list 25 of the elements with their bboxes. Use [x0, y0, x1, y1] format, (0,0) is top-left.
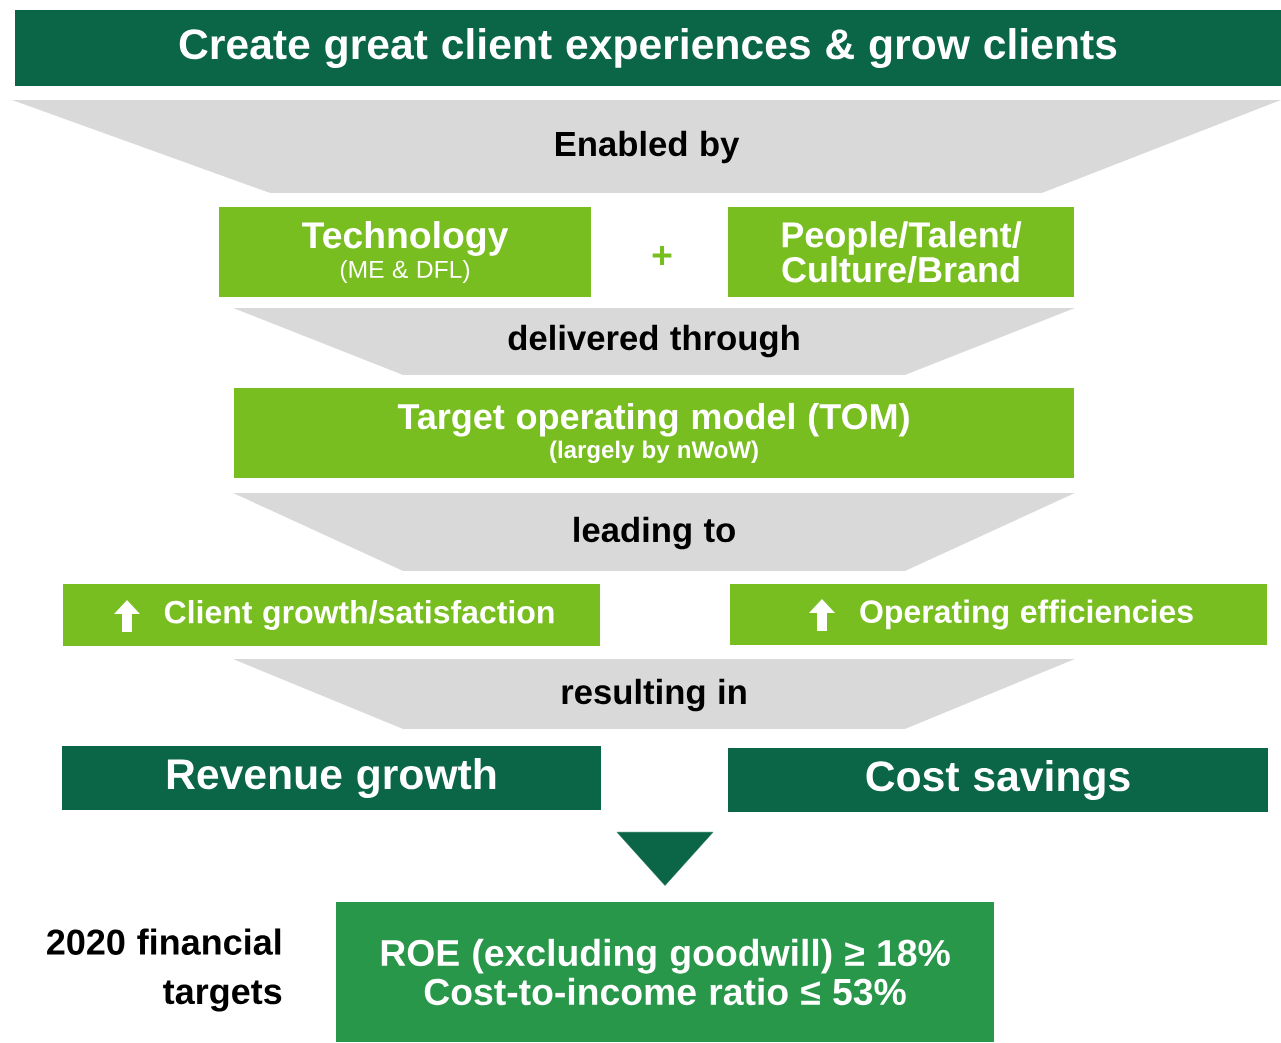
enabler-box	[728, 207, 1074, 297]
target-box	[336, 902, 994, 1042]
box-text: Create great client experiences & grow clients	[179, 28, 1117, 68]
box-text: Technology (ME & DFL)	[302, 221, 509, 283]
box-text: ROE (excluding goodwill) ≥ 18% Cost-to-income ratio ≤ 53%	[381, 938, 950, 1006]
box-text: Operating efficiencies	[860, 599, 1193, 630]
outcome-box	[730, 584, 1267, 645]
box-text: People/Talent/ Culture/Brand	[782, 221, 1022, 283]
enabler-box	[219, 207, 591, 297]
funnel-band: resulting in	[233, 659, 1075, 729]
box-text: Client growth/satisfaction	[164, 600, 554, 630]
model-box	[234, 388, 1074, 478]
funnel-band: delivered through	[233, 308, 1075, 375]
header-banner	[15, 10, 1281, 86]
box-text: Target operating model (TOM) (largely by nWoW)	[397, 402, 909, 464]
outcome-box	[63, 584, 600, 646]
result-box	[62, 746, 601, 810]
box-text: Revenue growth	[167, 758, 496, 798]
result-box	[728, 748, 1268, 812]
arrow	[616, 831, 714, 886]
plus-sign: +	[652, 246, 672, 265]
box-text: Cost savings	[866, 760, 1130, 800]
funnel-band: leading to	[233, 493, 1075, 571]
funnel-band: Enabled by	[12, 100, 1281, 193]
side-label: 2020 financial targets	[47, 928, 282, 1012]
